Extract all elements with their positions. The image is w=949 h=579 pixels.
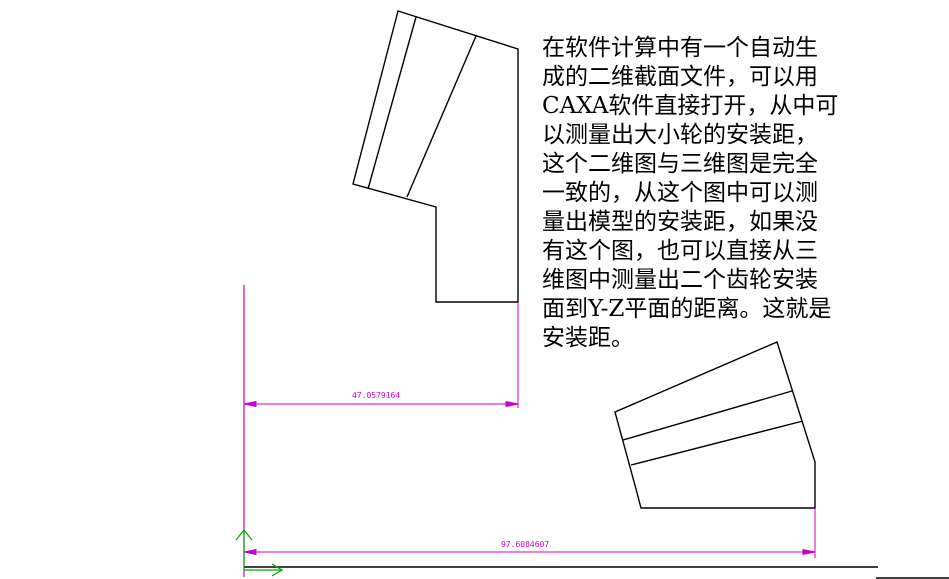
ucs-x-arrowhead [271, 563, 284, 577]
ucs-y-arrowhead [235, 529, 253, 541]
large-gear-section [614, 341, 816, 509]
dimension-small-value: 47.0579164 [352, 391, 400, 400]
ucs-axis-icon [235, 529, 284, 577]
small-gear-tooth-line-1 [367, 16, 417, 190]
dimension-small-arrow-right [505, 400, 519, 408]
explanation-text: 在软件计算中有一个自动生 成的二维截面文件，可以用 CAXA软件直接打开，从中可… [542, 34, 922, 353]
explanation-line: 安装距。 [542, 325, 634, 351]
dimension-large-wheel [243, 508, 816, 558]
large-gear-tooth-line-2 [630, 420, 804, 466]
explanation-line: CAXA软件直接打开，从中可 [542, 93, 839, 119]
dimension-large-arrow-left [243, 548, 257, 556]
explanation-line: 一致的，从这个图中可以测 [542, 180, 818, 206]
small-gear-section [352, 10, 519, 303]
small-gear-tooth-line-2 [406, 35, 477, 198]
dimension-large-arrow-right [802, 548, 816, 556]
dimension-large-value: 97.6084607 [501, 540, 549, 549]
explanation-line: 以测量出大小轮的安装距， [542, 122, 818, 148]
dimension-small-wheel [243, 302, 519, 408]
small-gear-outline [352, 10, 519, 303]
explanation-line: 面到Y-Z平面的距离。这就是 [542, 296, 832, 322]
explanation-line: 量出模型的安装距，如果没 [542, 209, 818, 235]
dimension-small-arrow-left [243, 400, 257, 408]
explanation-line: 在软件计算中有一个自动生 [542, 35, 818, 61]
explanation-line: 这个二维图与三维图是完全 [542, 151, 818, 177]
explanation-line: 有这个图，也可以直接从三 [542, 238, 818, 264]
large-gear-tooth-line-1 [622, 390, 793, 441]
explanation-line: 维图中测量出二个齿轮安装 [542, 267, 818, 293]
explanation-line: 成的二维截面文件，可以用 [542, 64, 818, 90]
